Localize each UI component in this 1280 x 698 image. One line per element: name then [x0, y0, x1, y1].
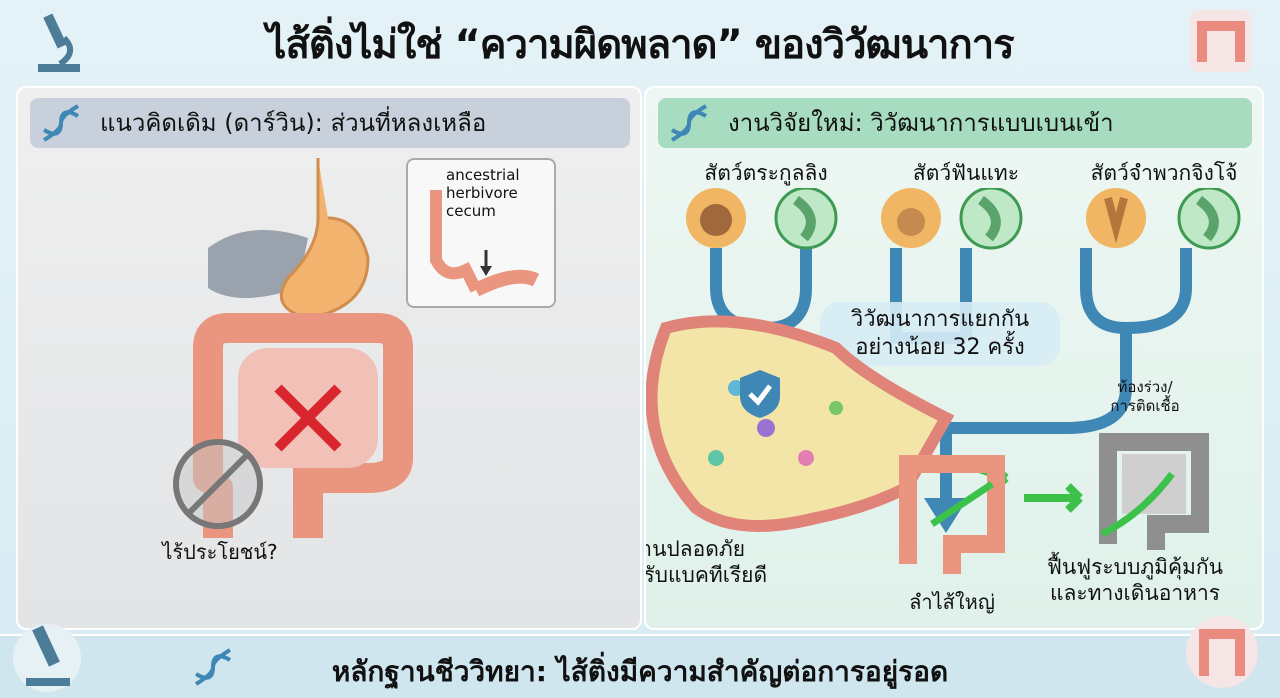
intestine-icon — [1186, 616, 1258, 688]
restore-line: ฟื้นฟูระบบภูมิคุ้มกัน — [1047, 555, 1223, 579]
group-label-primates: สัตว์ตระกูลลิง — [704, 161, 828, 185]
inset-label-line: herbivore — [446, 184, 518, 202]
large-intestine-label: ลำไส้ใหญ่ — [909, 590, 995, 614]
convergent-evolution-tree — [686, 188, 1241, 533]
safe-house-line: บ้านปลอดภัย — [646, 537, 746, 561]
microscope-icon — [38, 13, 80, 72]
footer-conclusion: หลักฐานชีววิทยา: ไส้ติ่งมีความสำคัญต่อกา… — [331, 655, 949, 688]
rodent-icon — [881, 188, 941, 248]
appendix-icon — [774, 188, 838, 250]
diarrhea-label: ท้องร่วง/การติดเชื้อ — [1070, 378, 1220, 416]
right-panel-new-research: งานวิจัยใหม่: วิวัฒนาการแบบเบนเข้า สัตว์… — [644, 86, 1264, 630]
dna-icon — [670, 104, 708, 142]
green-arrow-icon — [1024, 483, 1083, 513]
diarrhea-line: ท้องร่วง/ — [1117, 378, 1173, 396]
kangaroo-icon — [1086, 188, 1146, 248]
inset-label-line: ancestrial — [446, 166, 520, 184]
shield-check-icon — [740, 370, 780, 418]
safe-house-label: บ้านปลอดภัยสำหรับแบคทีเรียดี — [644, 536, 806, 589]
convergence-line: อย่างน้อย 32 ครั้ง — [855, 334, 1025, 360]
safe-house-line: สำหรับแบคทีเรียดี — [644, 563, 768, 588]
monkey-icon — [686, 188, 746, 248]
convergence-line: วิวัฒนาการแยกกัน — [850, 307, 1030, 332]
useless-label: ไร้ประโยชน์? — [162, 540, 278, 564]
appendix-icon — [1177, 188, 1241, 250]
damaged-intestine-icon — [1099, 433, 1209, 550]
page-title: ไส้ติ่งไม่ใช่ “ความผิดพลาด” ของวิวัฒนากา… — [266, 22, 1014, 68]
restore-line: และทางเดินอาหาร — [1049, 581, 1221, 606]
group-label-rodents: สัตว์ฟันแทะ — [912, 161, 1020, 185]
left-panel-old-theory: แนวคิดเดิม (ดาร์วิน): ส่วนที่หลงเหลือ ไร… — [16, 86, 642, 630]
right-panel-header: งานวิจัยใหม่: วิวัฒนาการแบบเบนเข้า — [658, 98, 1252, 148]
dna-icon — [194, 648, 232, 686]
group-label-marsupials: สัตว์จำพวกจิงโจ้ — [1090, 161, 1238, 185]
left-panel-header: แนวคิดเดิม (ดาร์วิน): ส่วนที่หลงเหลือ — [30, 98, 630, 148]
footer-bar: หลักฐานชีววิทยา: ไส้ติ่งมีความสำคัญต่อกา… — [0, 616, 1280, 698]
cecum-illustration — [430, 190, 540, 297]
diarrhea-line: การติดเชื้อ — [1110, 396, 1180, 415]
intestine-icon — [1190, 10, 1252, 72]
dna-icon — [42, 104, 80, 142]
appendix-icon — [959, 188, 1023, 250]
no-sign-icon — [173, 439, 263, 529]
inset-label-line: cecum — [446, 202, 496, 220]
restore-label: ฟื้นฟูระบบภูมิคุ้มกันและทางเดินอาหาร — [1020, 554, 1250, 607]
convergence-note: วิวัฒนาการแยกกันอย่างน้อย 32 ครั้ง — [820, 302, 1060, 366]
large-intestine-icon — [899, 455, 1005, 574]
microscope-icon — [13, 624, 81, 692]
